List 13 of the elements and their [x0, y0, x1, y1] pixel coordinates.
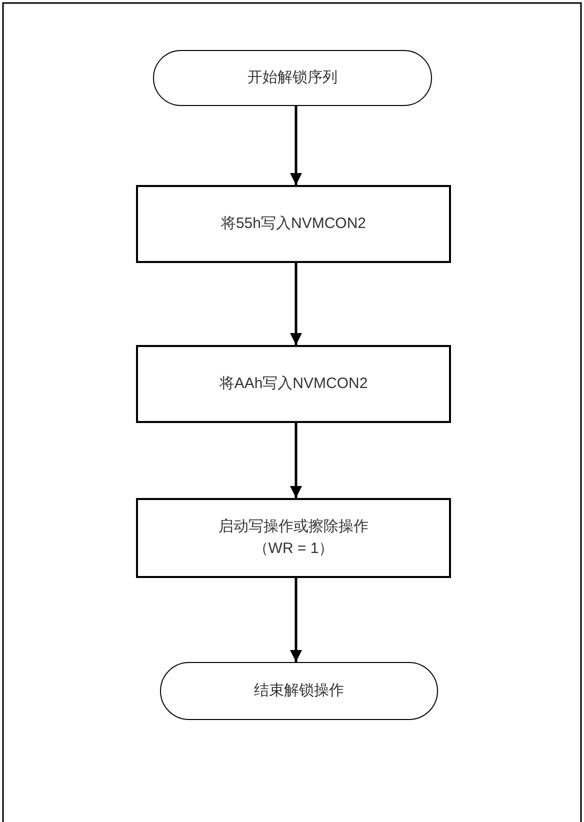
- node-label: 启动写操作或擦除操作: [218, 517, 368, 537]
- arrow: [290, 263, 302, 345]
- process-box: [136, 345, 451, 423]
- node-label: 将55h写入NVMCON2: [220, 214, 366, 234]
- node-label: 将AAh写入NVMCON2: [219, 374, 368, 394]
- arrow: [290, 578, 302, 662]
- node-label: 开始解锁序列: [248, 68, 338, 88]
- arrow: [290, 423, 302, 498]
- node-label: （WR = 1）: [253, 539, 334, 559]
- node-label: 结束解锁操作: [254, 681, 344, 701]
- arrow: [290, 106, 302, 185]
- process-box: [136, 185, 451, 263]
- process-box: [136, 498, 451, 578]
